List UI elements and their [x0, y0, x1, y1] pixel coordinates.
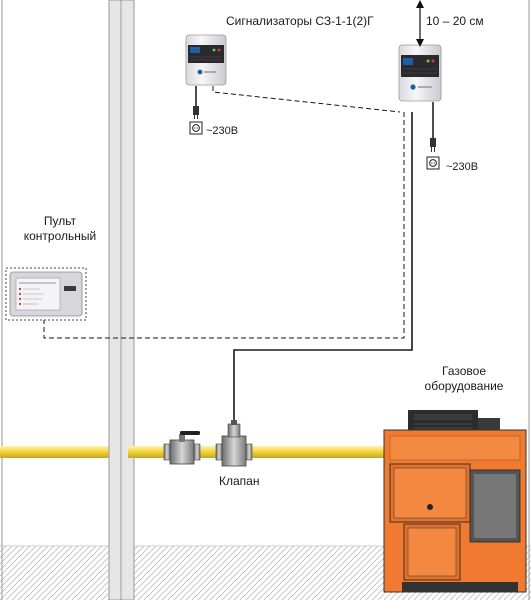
- signal-wiring: [43, 86, 413, 430]
- gas-equipment-label-line1: Газовое: [442, 364, 486, 378]
- power-socket-icon: [189, 121, 203, 135]
- power-socket-icon: [426, 156, 440, 170]
- partition-wall: [108, 0, 135, 600]
- gas-pipe: [0, 446, 412, 458]
- control-panel: [5, 267, 87, 321]
- gas-sensor-right: [398, 44, 442, 102]
- shutoff-valve: [163, 431, 201, 465]
- pipe-through-wall: [128, 446, 140, 458]
- gas-equipment-label-line2: оборудование: [424, 379, 504, 393]
- control-panel-label-line1: Пульт: [43, 214, 77, 228]
- gas-sensor-left: [185, 34, 227, 86]
- gas-boiler: [383, 410, 527, 593]
- control-panel-label-line2: контрольный: [23, 229, 97, 243]
- power-label-right: ~230В: [446, 161, 479, 173]
- power-cord-right: [430, 102, 436, 152]
- height-range-label: 10 – 20 см: [426, 14, 484, 28]
- sensors-title: Сигнализаторы СЗ-1-1(2)Г: [226, 14, 374, 28]
- solenoid-valve: [215, 420, 253, 467]
- power-cord-left: [193, 86, 199, 119]
- valve-label: Клапан: [219, 474, 260, 488]
- power-label-left: ~230В: [206, 125, 239, 137]
- double-arrow-icon: [416, 0, 424, 47]
